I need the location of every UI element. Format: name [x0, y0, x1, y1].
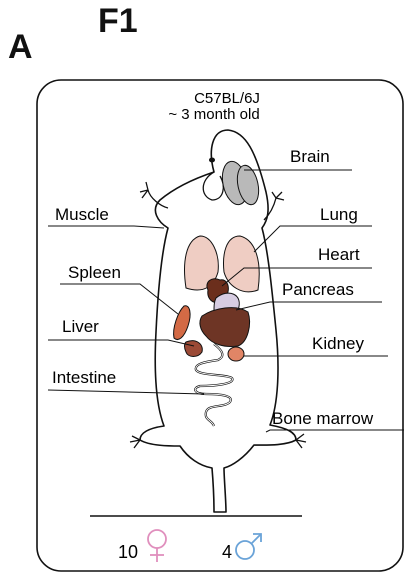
liver-lobe	[185, 341, 203, 357]
label-heart: Heart	[318, 245, 360, 264]
label-lung: Lung	[320, 205, 358, 224]
label-intestine: Intestine	[52, 368, 116, 387]
label-spleen: Spleen	[68, 263, 121, 282]
kidney	[228, 347, 244, 361]
label-liver: Liver	[62, 317, 99, 336]
label-bone-marrow: Bone marrow	[272, 409, 374, 428]
female-count: 10	[118, 542, 138, 562]
strain-label: C57BL/6J	[194, 90, 260, 107]
male-count: 4	[222, 542, 232, 562]
label-kidney: Kidney	[312, 334, 364, 353]
label-muscle: Muscle	[55, 205, 109, 224]
eye	[209, 158, 215, 163]
label-brain: Brain	[290, 147, 330, 166]
age-label: ~ 3 month old	[168, 106, 259, 123]
label-pancreas: Pancreas	[282, 280, 354, 299]
